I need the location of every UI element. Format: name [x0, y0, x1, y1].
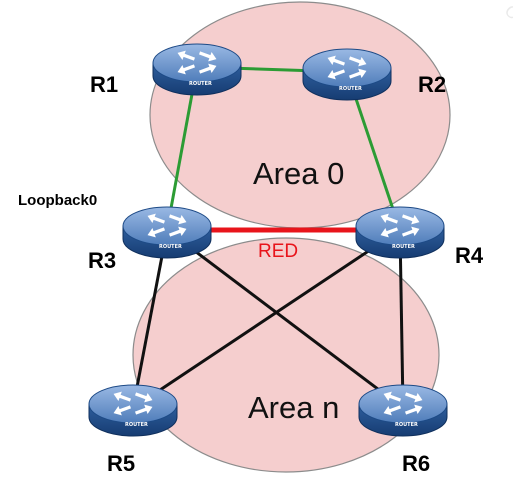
- area-0-label: Area 0: [253, 156, 344, 191]
- router-label-r5: R5: [107, 451, 135, 476]
- router-label-r2: R2: [418, 72, 446, 97]
- link-r3-r5: [131, 229, 169, 409]
- red-link-label: RED: [258, 241, 298, 262]
- area-0-region: [149, 1, 451, 229]
- router-r1[interactable]: ROUTER: [152, 43, 242, 96]
- router-arrows-icon: [177, 50, 217, 75]
- router-caption: ROUTER: [125, 422, 148, 428]
- loopback-label: Loopback0: [18, 192, 97, 209]
- router-label-r6: R6: [402, 451, 430, 476]
- router-arrows-icon: [380, 213, 420, 238]
- link-r4-r5: [132, 228, 401, 410]
- routers-layer: ROUTER ROUTER ROUTER ROUTER ROUTER ROUTER: [88, 43, 448, 437]
- router-caption: ROUTER: [339, 86, 362, 92]
- router-arrows-icon: [383, 391, 423, 416]
- router-caption: ROUTER: [189, 81, 212, 87]
- router-label-r4: R4: [455, 243, 484, 268]
- router-label-r3: R3: [88, 248, 116, 273]
- router-caption: ROUTER: [392, 244, 415, 250]
- router-r6[interactable]: ROUTER: [358, 384, 448, 437]
- area-n-region: [132, 237, 440, 473]
- router-r4[interactable]: ROUTER: [355, 206, 445, 259]
- labels-layer: Area 0 Area n Loopback0 RED R1 R2 R3 R4 …: [18, 72, 484, 476]
- router-arrows-icon: [113, 391, 153, 416]
- router-label-r1: R1: [90, 72, 118, 97]
- router-caption: ROUTER: [395, 422, 418, 428]
- router-arrows-icon: [147, 213, 187, 238]
- link-r3-r6: [166, 228, 404, 410]
- router-r3[interactable]: ROUTER: [122, 206, 212, 259]
- link-r4-r6: [398, 229, 405, 409]
- router-r2[interactable]: ROUTER: [302, 48, 392, 101]
- router-caption: ROUTER: [159, 244, 182, 250]
- router-r5[interactable]: ROUTER: [88, 384, 178, 437]
- router-arrows-icon: [327, 55, 367, 80]
- area-n-label: Area n: [248, 390, 339, 425]
